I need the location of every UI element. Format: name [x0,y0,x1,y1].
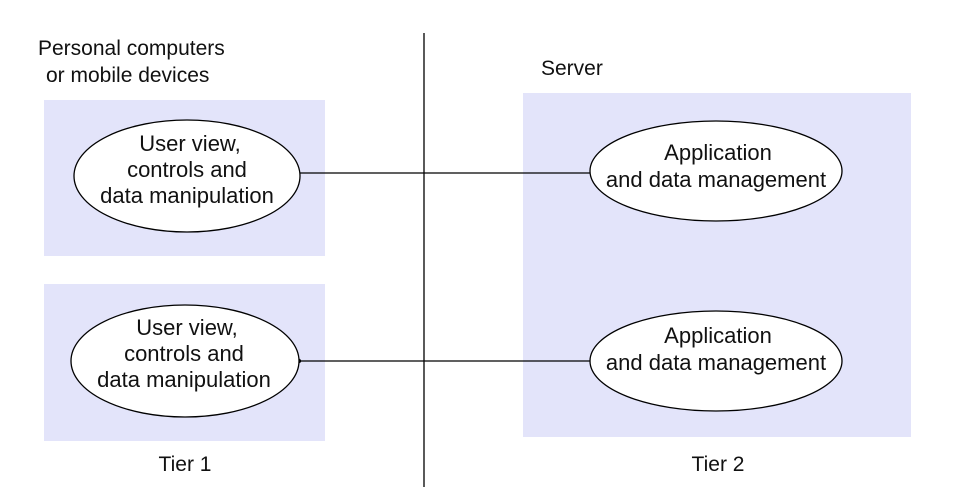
tier1-heading-line1: Personal computers [38,37,225,60]
client-bottom-line3: data manipulation [97,367,271,392]
server-top-line1: Application [664,140,772,165]
server-top-line2: and data management [606,167,826,192]
tier1-heading-line2: or mobile devices [46,64,209,87]
server-node-bottom [589,310,843,412]
tier2-label: Tier 2 [692,453,745,476]
tier2-heading: Server [541,57,603,80]
server-bottom-line1: Application [664,323,772,348]
server-bottom-line2: and data management [606,350,826,375]
client-bottom-line1: User view, [136,315,237,340]
tier1-label: Tier 1 [159,453,212,476]
client-top-line2: controls and [127,157,247,182]
client-top-line3: data manipulation [100,183,274,208]
client-node-top [73,119,301,233]
client-node-bottom [70,304,300,418]
server-node-top [589,120,843,222]
client-bottom-line2: controls and [124,341,244,366]
client-top-line1: User view, [139,131,240,156]
